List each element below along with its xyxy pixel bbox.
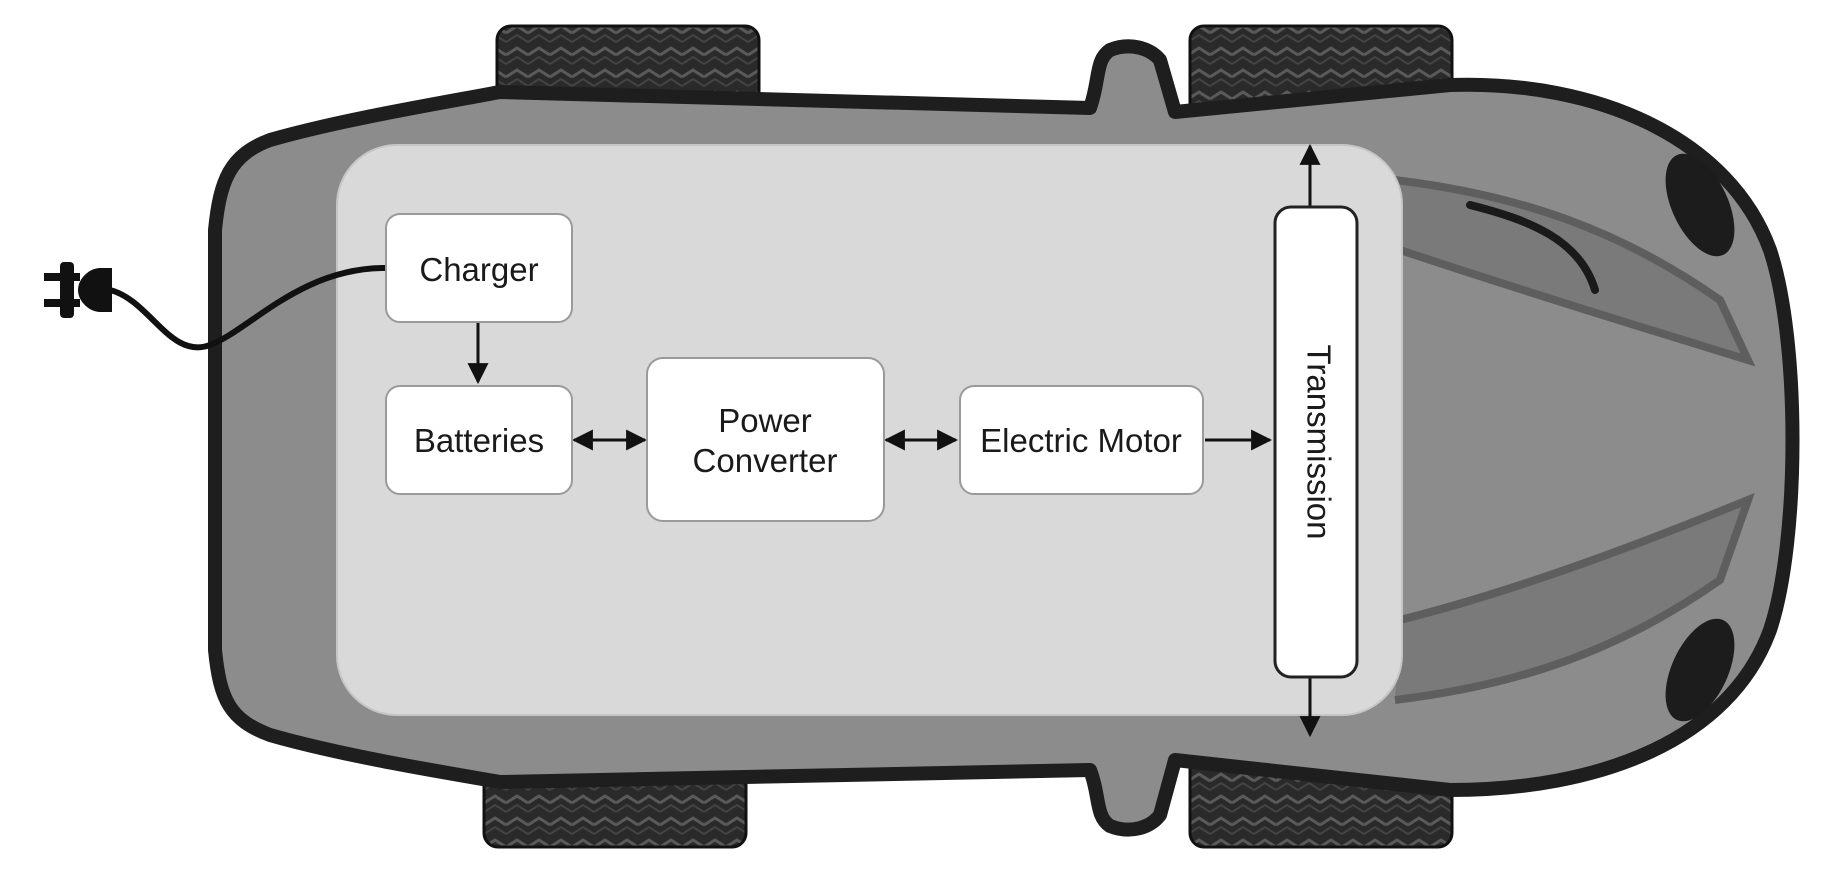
node-batteries: Batteries	[385, 385, 573, 495]
node-batteries-label: Batteries	[414, 422, 544, 459]
node-charger: Charger	[385, 213, 573, 323]
node-transmission: Transmission	[1273, 205, 1359, 679]
node-power-converter-label-line2: Converter	[693, 442, 838, 479]
node-electric-motor: Electric Motor	[959, 385, 1204, 495]
node-power-converter: Power Converter	[646, 357, 885, 522]
node-transmission-label: Transmission	[1300, 345, 1337, 540]
node-power-converter-label-line1: Power	[718, 402, 812, 439]
node-charger-label: Charger	[419, 251, 538, 288]
node-electric-motor-label: Electric Motor	[980, 422, 1182, 459]
power-plug-icon	[44, 262, 386, 351]
